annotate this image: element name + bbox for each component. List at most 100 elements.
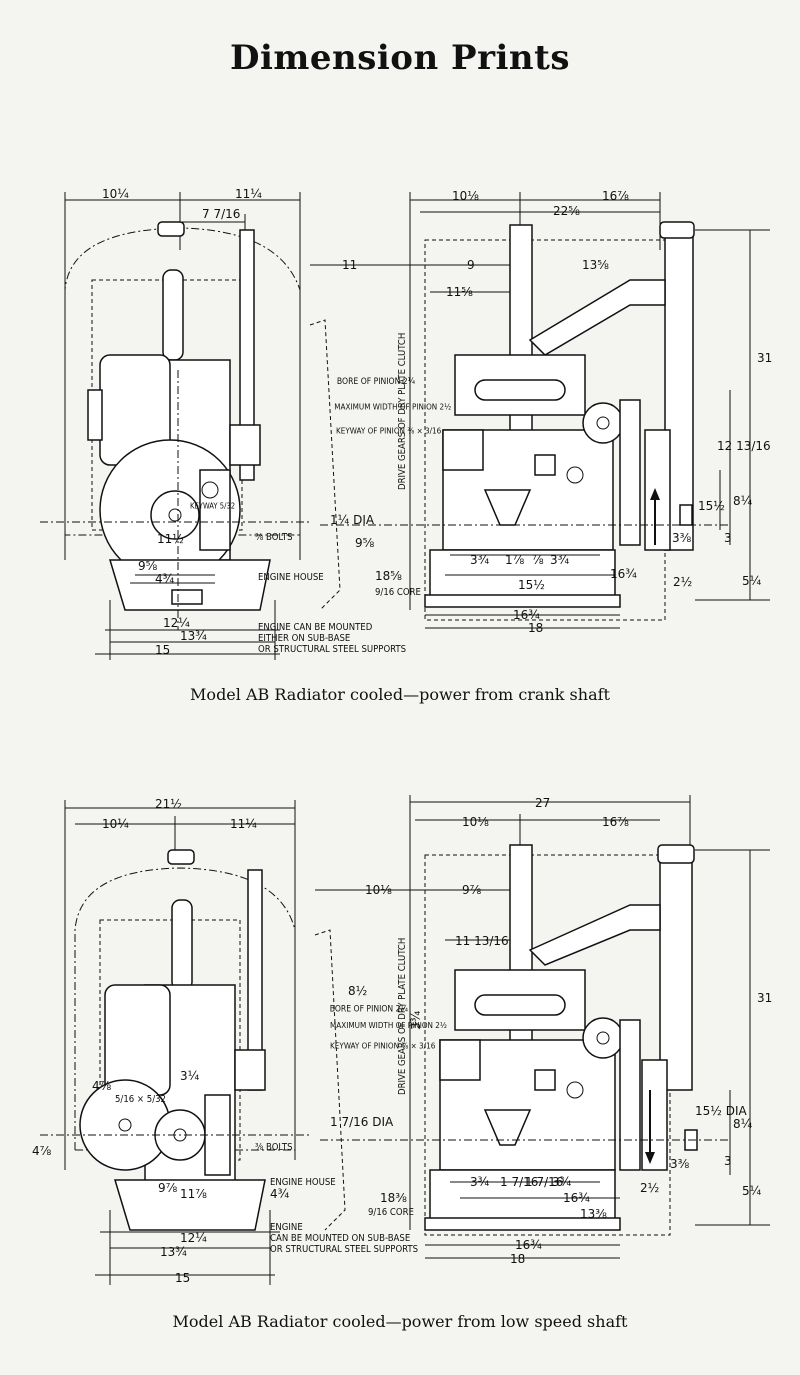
- dim-22-5-8: 22⅝: [553, 204, 580, 218]
- note-mount-1: ENGINE CAN BE MOUNTED: [258, 622, 373, 633]
- dim-9-5-8a: 9⅝: [138, 559, 158, 573]
- dim-15-b: 15: [175, 1271, 190, 1285]
- dim-15: 15: [155, 643, 170, 657]
- dim-21-1-2: 21½: [155, 797, 182, 811]
- drawing-crank-shaft: 10¼ 11¼ 7 7/16 11½ 9⅝ 4¾ 12¼ 13¾ 15 ⅜ BO…: [30, 170, 780, 670]
- dim-1-1-4-dia: 1¼ DIA: [330, 513, 375, 527]
- dim-15-1-2-dia: 15½ DIA: [695, 1104, 747, 1118]
- dim-9-5-8b: 9⅝: [355, 536, 375, 550]
- dim-13-5-8: 13⅝: [582, 258, 609, 272]
- caption-low-speed-shaft: Model AB Radiator cooled—power from low …: [172, 1312, 628, 1331]
- note-engine-house-b: ENGINE HOUSE: [270, 1177, 336, 1188]
- dim-11-2: 11½: [157, 532, 184, 546]
- dim-10-1-4: 10¼: [102, 187, 129, 201]
- dim-9-7-8: 9⅞: [462, 883, 482, 897]
- note-5-16: 5/16 × 5/32: [115, 1094, 166, 1105]
- note-keyway: KEYWAY OF PINION ⅜ × 3/16: [336, 427, 442, 436]
- dim-11: 11: [342, 258, 357, 272]
- dim-3-3-4b-b: 3¾: [552, 1175, 572, 1189]
- dim-3-3-4a-b: 3¾: [470, 1175, 490, 1189]
- dim-3-3-4a: 3¾: [470, 553, 490, 567]
- note-mount-b2: CAN BE MOUNTED ON SUB-BASE: [270, 1233, 410, 1244]
- dim-2-1-2: 2½: [673, 575, 692, 589]
- dim-5-1-4-b: 5¼: [742, 1184, 762, 1198]
- dim-10-1-4-b: 10¼: [102, 817, 129, 831]
- note-bolts-b: ⅜ BOLTS: [255, 1142, 293, 1153]
- dim-12-1-4: 12¼: [163, 616, 190, 630]
- dim-3-3-8: 3⅜: [672, 531, 692, 545]
- side-view-engine: [320, 192, 770, 629]
- note-drive-gears-b: DRIVE GEARS OF DRY PLATE CLUTCH: [397, 938, 408, 1095]
- dim-1-7-8: 1⅞: [505, 553, 525, 567]
- note-bore: BORE OF PINION 2¼: [337, 376, 416, 387]
- dim-11-1-4: 11¼: [235, 187, 262, 201]
- note-mount-b1: ENGINE: [270, 1222, 303, 1233]
- side-view-engine-2: [320, 795, 770, 1259]
- clutch-outline: [309, 319, 341, 611]
- dim-1-7-16: 1 7/16: [500, 1175, 538, 1189]
- dim-18: 18: [528, 621, 543, 635]
- dim-4-3-4-b: 4¾: [270, 1187, 290, 1201]
- dim-4-7-8b: 4⅞: [32, 1144, 52, 1158]
- dim-3-1-4: 3¼: [180, 1069, 200, 1083]
- page-title: Dimension Prints: [230, 38, 570, 78]
- note-bore-b: BORE OF PINION 2¼: [330, 1003, 409, 1014]
- note-keyway-small: KEYWAY 5/32: [190, 501, 235, 510]
- dim-1-7-16b: 1 7/16: [525, 1175, 563, 1189]
- dim-2-1-2-b: 2½: [640, 1181, 659, 1195]
- dim-13-3-4-b: 13¾: [160, 1245, 187, 1259]
- dim-10-1-8: 10⅛: [452, 189, 479, 203]
- dim-1-7-16-dia: 1 7/16 DIA: [330, 1115, 394, 1129]
- caption-crank-shaft: Model AB Radiator cooled—power from cran…: [190, 685, 610, 704]
- dim-4-3-4: 4¾: [155, 572, 175, 586]
- dim-16-3-4b: 16¾: [513, 608, 540, 622]
- drawing-low-speed-shaft: 21½ 10¼ 11¼ 3¼ 4⅞ 4⅞ 5/16 × 5/32 9⅞ 11⅞ …: [30, 790, 780, 1290]
- dim-11-7-8: 11⅞: [180, 1187, 207, 1201]
- note-engine-house: ENGINE HOUSE: [258, 572, 324, 583]
- dim-3-3-4b: 3¾: [550, 553, 570, 567]
- dim-15-1-2-side: 15½: [698, 499, 725, 513]
- dim-9-16-b: 9/16 CORE: [368, 1207, 414, 1218]
- note-max-width-b: MAXIMUM WIDTH OF PINION 2½: [330, 1021, 447, 1030]
- dim-18-3-8: 18⅜: [380, 1191, 407, 1205]
- dim-8-1-4: 8¼: [733, 494, 753, 508]
- note-mount-3: OR STRUCTURAL STEEL SUPPORTS: [258, 644, 406, 655]
- front-view-engine-2: [40, 800, 310, 1285]
- note-mount-2: EITHER ON SUB-BASE: [258, 633, 350, 644]
- dim-31: 31: [757, 351, 772, 365]
- dim-31-b: 31: [757, 991, 772, 1005]
- note-bolts: ⅜ BOLTS: [255, 532, 293, 543]
- dim-11-1-4-b: 11¼: [230, 817, 257, 831]
- dim-11-5-8: 11⅝: [446, 285, 473, 299]
- dim-12-13-16: 12 13/16: [717, 439, 771, 453]
- dim-7-7-16: 7 7/16: [202, 207, 240, 221]
- dim-12-1-4-b: 12¼: [180, 1231, 207, 1245]
- dim-18-5-8: 18⅝: [375, 569, 402, 583]
- dim-8-1-4-b: 8¼: [733, 1117, 753, 1131]
- dim-10-1-8b: 10⅛: [365, 883, 392, 897]
- dim-16-7-8-b: 16⅞: [602, 815, 629, 829]
- dim-15-1-2: 15½: [518, 578, 545, 592]
- note-keyway-b: KEYWAY OF PINION ⅜ × 3/16: [330, 1041, 436, 1050]
- dim-9-7-8b: 9⅞: [158, 1181, 178, 1195]
- dim-10-1-8-b: 10⅛: [462, 815, 489, 829]
- dim-3-3-8-b: 3⅜: [670, 1157, 690, 1171]
- dim-11-13-16: 11 13/16: [455, 934, 509, 948]
- clutch-outline-2: [314, 929, 346, 1231]
- dim-3-b: 3: [724, 1154, 732, 1168]
- note-max-width: MAXIMUM WIDTH OF PINION 2½: [334, 403, 451, 412]
- dim-13-3-4: 13¾: [180, 629, 207, 643]
- dim-9-16: 9/16 CORE: [375, 587, 421, 598]
- dim-8-1-2: 8½: [348, 984, 367, 998]
- note-drive-gears: DRIVE GEARS OF DRY PLATE CLUTCH: [397, 333, 408, 490]
- dim-16-3-4b-b: 16¾: [515, 1238, 542, 1252]
- dim-3-3-4: 3¾: [409, 1010, 423, 1030]
- dim-5-1-4: 5¼: [742, 574, 762, 588]
- front-view-engine: [40, 192, 310, 660]
- dim-16-3-4a: 16¾: [610, 567, 637, 581]
- dim-18-b: 18: [510, 1252, 525, 1266]
- dim-3: 3: [724, 531, 732, 545]
- dim-16-3-4a-b: 16¾: [563, 1191, 590, 1205]
- dim-27: 27: [535, 796, 550, 810]
- note-mount-b3: OR STRUCTURAL STEEL SUPPORTS: [270, 1244, 418, 1255]
